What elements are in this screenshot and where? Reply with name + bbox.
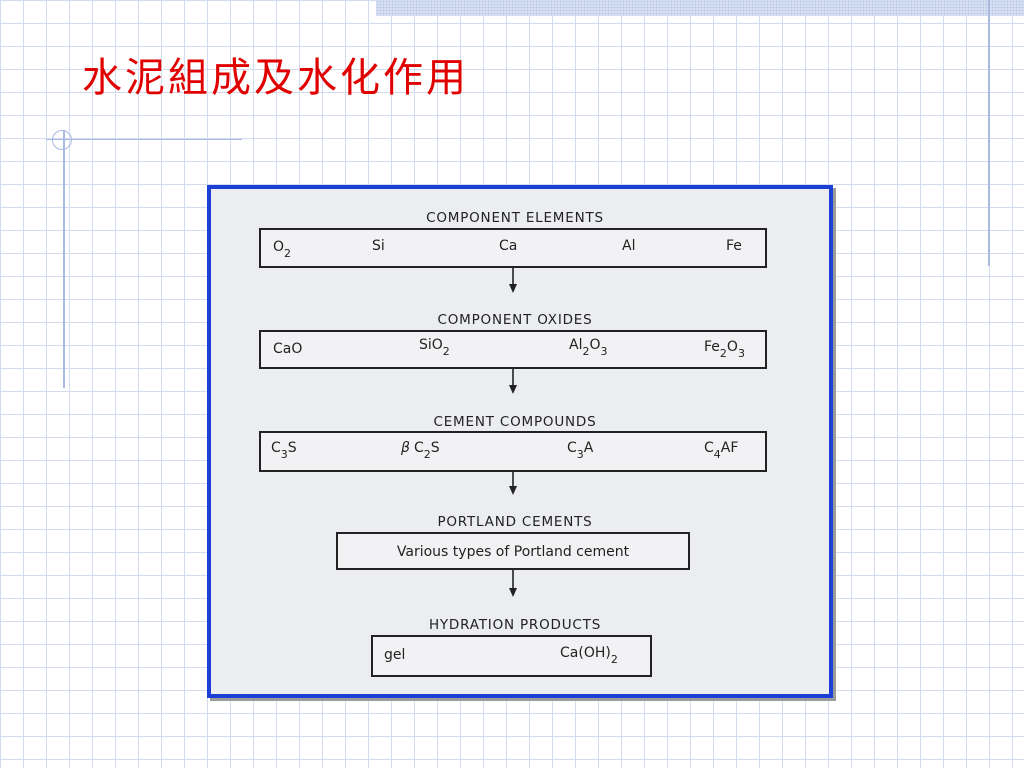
slide-title: 水泥組成及水化作用 (82, 55, 469, 101)
element-oxygen: O2 (273, 239, 291, 260)
element-silicon: Si (372, 238, 385, 254)
product-gel: gel (384, 647, 405, 663)
oxide-al2o3: Al2O3 (569, 337, 608, 358)
decor-vertical-line-right (988, 0, 990, 266)
box-component-oxides (259, 330, 767, 369)
arrow-head-1 (509, 284, 517, 293)
element-calcium: Ca (499, 238, 517, 254)
portland-cement-types: Various types of Portland cement (397, 544, 630, 560)
oxide-sio2: SiO2 (419, 337, 450, 358)
product-calcium-hydroxide: Ca(OH)2 (560, 645, 618, 666)
box-component-elements (259, 228, 767, 268)
heading-component-elements: COMPONENT ELEMENTS (426, 210, 604, 226)
heading-hydration-products: HYDRATION PRODUCTS (429, 617, 601, 633)
flow-diagram: COMPONENT ELEMENTS O2 Si Ca Al Fe COMPON… (259, 210, 767, 677)
decor-circle (52, 130, 72, 150)
oxide-fe2o3: Fe2O3 (704, 339, 745, 360)
heading-component-oxides: COMPONENT OXIDES (437, 312, 592, 328)
box-portland-cements (336, 532, 690, 570)
box-hydration-products (371, 635, 652, 677)
compound-c4af: C4AF (704, 440, 738, 461)
box-cement-compounds (259, 431, 767, 472)
compound-c3s: C3S (271, 440, 297, 461)
heading-cement-compounds: CEMENT COMPOUNDS (434, 414, 597, 430)
oxide-cao: CaO (273, 341, 302, 357)
heading-portland-cements: PORTLAND CEMENTS (437, 514, 592, 530)
header-decor-band (376, 0, 1024, 16)
arrow-head-4 (509, 588, 517, 597)
arrow-head-2 (509, 385, 517, 394)
decor-horizontal-line (46, 139, 242, 140)
diagram-figure: COMPONENT ELEMENTS O2 Si Ca Al Fe COMPON… (207, 185, 833, 698)
compound-c3a: C3A (567, 440, 594, 461)
element-aluminium: Al (622, 238, 635, 254)
arrow-head-3 (509, 486, 517, 495)
decor-vertical-line-left (63, 130, 65, 388)
element-iron: Fe (726, 238, 742, 254)
